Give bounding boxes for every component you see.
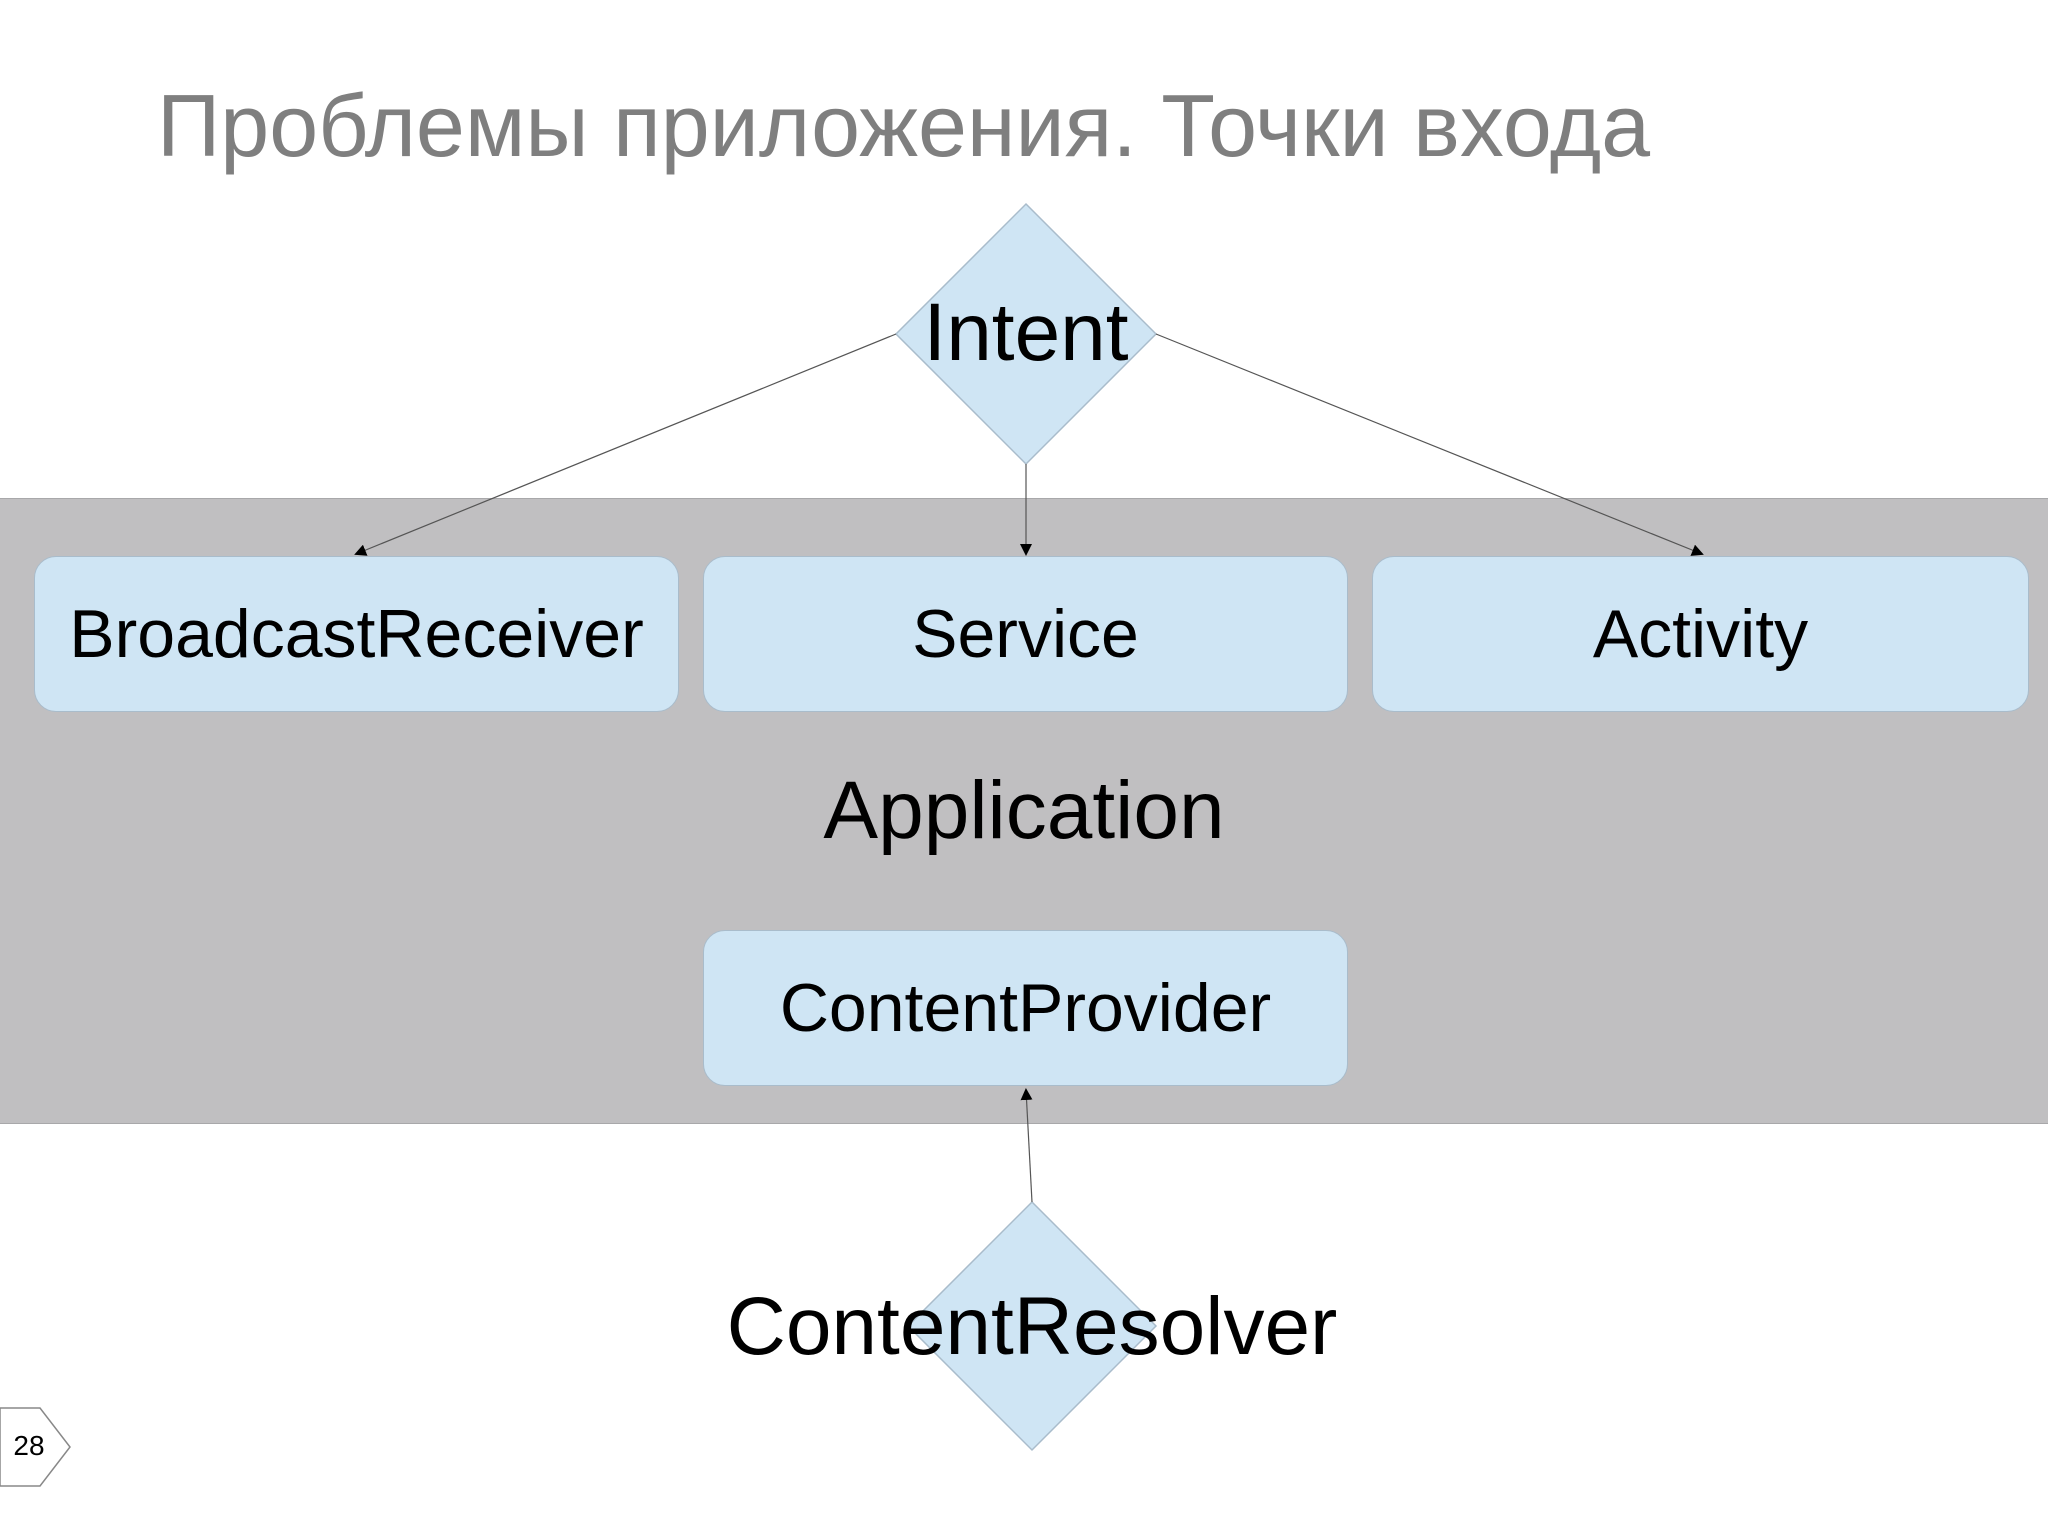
edge-intent-activity	[1155, 333, 1704, 556]
content-resolver-diamond	[906, 1200, 1158, 1452]
content-provider-label: ContentProvider	[779, 970, 1272, 1046]
service-node: Service	[703, 556, 1348, 712]
slide-title: Проблемы приложения. Точки входа	[157, 76, 1651, 175]
edge-resolver-provider	[1020, 1088, 1033, 1203]
broadcast-receiver-label: BroadcastReceiver	[69, 596, 644, 672]
broadcast-receiver-node: BroadcastReceiver	[34, 556, 679, 712]
edge-intent-broadcast	[354, 333, 897, 556]
activity-label: Activity	[1592, 596, 1809, 672]
page-number-badge	[0, 1407, 71, 1487]
service-label: Service	[912, 596, 1139, 672]
page-number: 28	[13, 1430, 45, 1461]
content-resolver-label: ContentResolver	[726, 1281, 1338, 1372]
content-provider-node: ContentProvider	[703, 930, 1348, 1086]
application-label: Application	[823, 765, 1225, 856]
intent-label: Intent	[923, 287, 1129, 378]
activity-node: Activity	[1372, 556, 2029, 712]
